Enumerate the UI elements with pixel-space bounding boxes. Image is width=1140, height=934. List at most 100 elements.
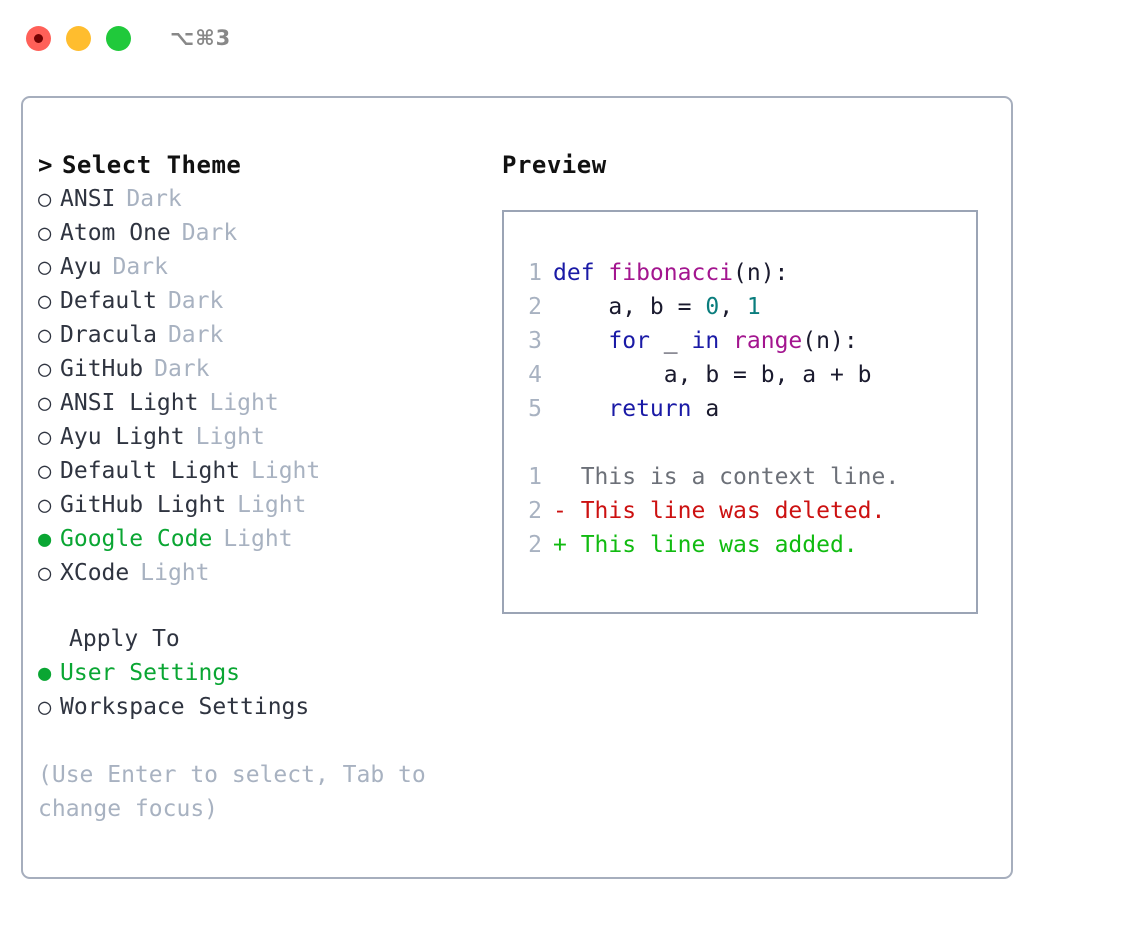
theme-variant-badge: Light (195, 424, 265, 450)
theme-variant-badge: Dark (154, 356, 210, 382)
code-token: (n): (802, 328, 858, 354)
maximize-button[interactable] (106, 26, 131, 51)
theme-option-xcode[interactable]: ○ XCode Light (38, 556, 468, 590)
theme-variant-badge: Light (140, 560, 210, 586)
theme-variant-badge: Dark (181, 220, 238, 246)
code-line: 2 a, b = 0, 1 (518, 290, 976, 324)
radio-selected-icon: ● (38, 661, 52, 686)
radio-unselected-icon: ○ (38, 695, 52, 720)
close-button[interactable] (26, 26, 51, 51)
code-token: 0 (705, 294, 720, 320)
theme-option-label: Google Code (60, 526, 213, 552)
theme-option-label: Ayu (60, 254, 102, 280)
diff-text: This line was deleted. (566, 498, 886, 524)
theme-option-label: ANSI (60, 186, 116, 212)
code-line-number: 4 (528, 362, 542, 388)
diff-line-number: 1 (528, 464, 542, 490)
theme-variant-badge: Dark (167, 288, 224, 314)
code-line-number: 1 (528, 260, 542, 286)
apply-to-option-user-settings[interactable]: ● User Settings (38, 656, 468, 690)
keyboard-hint: (Use Enter to select, Tab to change focu… (38, 762, 426, 822)
apply-to-option-label: Workspace Settings (60, 694, 310, 720)
code-spacer (518, 426, 976, 460)
code-token: (n): (733, 260, 789, 286)
theme-variant-badge: Dark (112, 254, 168, 280)
code-token: def (553, 260, 609, 286)
diff-marker: + (553, 532, 567, 558)
preview-header: Preview (502, 151, 607, 179)
window-titlebar: ⌥⌘3 (0, 0, 1140, 78)
code-token: a, b = b, a + b (553, 362, 872, 388)
code-token: a, b = (553, 294, 706, 320)
select-theme-title: Select Theme (61, 151, 242, 179)
theme-option-label: Default Light (60, 458, 241, 484)
theme-option-label: GitHub Light (60, 492, 227, 518)
radio-unselected-icon: ○ (38, 187, 52, 212)
code-token: range (733, 328, 803, 354)
select-theme-header: > Select Theme (38, 148, 468, 182)
code-line-number: 5 (528, 396, 542, 422)
theme-option-label: XCode (60, 560, 130, 586)
radio-unselected-icon: ○ (38, 255, 52, 280)
diff-marker (553, 460, 567, 494)
theme-option-ansi[interactable]: ○ ANSI Dark (38, 182, 468, 216)
radio-unselected-icon: ○ (38, 391, 52, 416)
diff-line-number: 2 (528, 532, 542, 558)
code-token: in (691, 328, 720, 354)
code-token (553, 324, 608, 358)
diff-sample: 1 This is a context line. 2- This line wa… (518, 460, 976, 562)
apply-to-option-label: User Settings (60, 660, 241, 686)
diff-marker: - (553, 498, 567, 524)
theme-variant-badge: Light (251, 458, 321, 484)
code-line-number: 3 (528, 328, 542, 354)
code-token: 1 (746, 294, 761, 320)
code-token (553, 392, 608, 426)
window-title: ⌥⌘3 (170, 26, 232, 50)
code-line: 4 a, b = b, a + b (518, 358, 976, 392)
theme-option-label: Dracula (60, 322, 157, 348)
theme-option-ayu[interactable]: ○ Ayu Dark (38, 250, 468, 284)
code-line-number: 2 (528, 294, 542, 320)
theme-option-label: GitHub (60, 356, 144, 382)
radio-unselected-icon: ○ (38, 289, 52, 314)
apply-to-group: Apply To ●User Settings○Workspace Settin… (38, 622, 468, 724)
theme-option-atom-one[interactable]: ○ Atom One Dark (38, 216, 468, 250)
radio-unselected-icon: ○ (38, 221, 52, 246)
apply-to-list: ● User Settings ○ Workspace Settings (38, 656, 468, 724)
diff-text: This is a context line. (566, 464, 900, 490)
radio-selected-icon: ● (38, 527, 52, 552)
radio-unselected-icon: ○ (38, 493, 52, 518)
prompt-caret-icon: > (38, 151, 53, 179)
code-token (719, 324, 733, 358)
minimize-button[interactable] (66, 26, 91, 51)
theme-variant-badge: Light (209, 390, 279, 416)
apply-to-option-workspace-settings[interactable]: ○ Workspace Settings (38, 690, 468, 724)
diff-text: This line was added. (566, 532, 858, 558)
radio-unselected-icon: ○ (38, 323, 52, 348)
diff-line: 2 + This line was added. (518, 528, 976, 562)
code-line: 1 def fibonacci(n): (518, 256, 976, 290)
theme-option-ansi-light[interactable]: ○ ANSI Light Light (38, 386, 468, 420)
diff-line: 1 This is a context line. (518, 460, 976, 494)
theme-variant-badge: Dark (126, 186, 182, 212)
code-token: return (608, 396, 692, 422)
code-token: for (608, 328, 650, 354)
theme-option-label: ANSI Light (60, 390, 199, 416)
code-line: 5 return a (518, 392, 976, 426)
radio-unselected-icon: ○ (38, 561, 52, 586)
code-token: fibonacci (608, 260, 734, 286)
theme-option-label: Atom One (60, 220, 171, 246)
window-controls (26, 26, 131, 51)
